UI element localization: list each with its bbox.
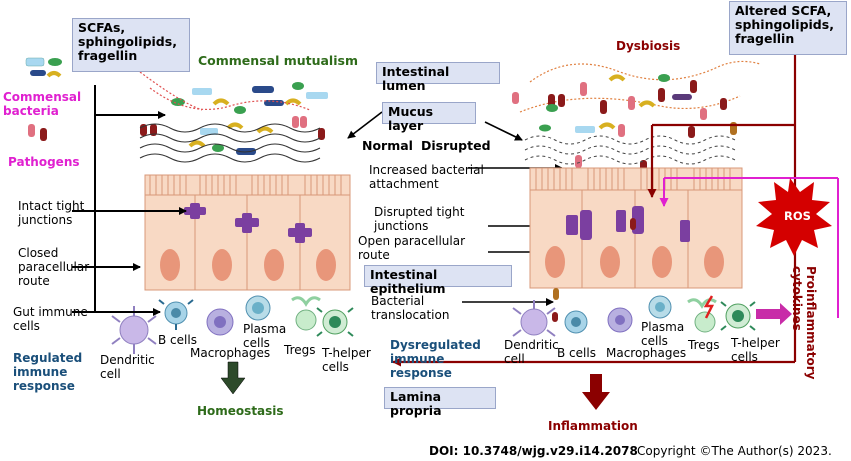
left-immune-cells bbox=[111, 295, 354, 354]
right-macrophages-label: Macrophages bbox=[606, 346, 687, 360]
left-tight-junctions bbox=[184, 203, 312, 243]
right-tregs-label: Tregs bbox=[688, 338, 720, 352]
left-tregs-label: Tregs bbox=[284, 343, 316, 357]
intestinal-lumen-box: Intestinal lumen bbox=[376, 62, 500, 93]
right-dendritic-cell-icon bbox=[512, 300, 556, 337]
homeostasis-label: Homeostasis bbox=[197, 404, 284, 418]
doi-text: DOI: 10.3748/wjg.v29.i14.2078 bbox=[429, 444, 638, 458]
dysregulated-immune-response-label: Dysregulated immune response bbox=[390, 338, 481, 380]
left-plasma-cell-icon bbox=[245, 295, 271, 321]
right-b-cells-label: B cells bbox=[557, 346, 596, 360]
proinflammatory-cytokines-label: Proinflammatory cytokines bbox=[790, 266, 818, 380]
increased-attachment-label: Increased bacterial attachment bbox=[369, 163, 484, 191]
left-plasma-cells-label: Plasma cells bbox=[243, 322, 287, 350]
left-dendritic-cell-label: Dendritic cell bbox=[100, 353, 155, 381]
pathogens-icon bbox=[28, 124, 47, 141]
left-input-box: SCFAs, sphingolipids, fragellin bbox=[72, 18, 190, 72]
cytokine-output-arrow bbox=[756, 303, 792, 325]
right-b-cell-icon bbox=[564, 310, 588, 334]
commensal-mutualism-title: Commensal mutualism bbox=[198, 53, 358, 68]
left-macrophage-icon bbox=[206, 308, 234, 336]
copyright-text: Copyright ©The Author(s) 2023. bbox=[637, 444, 832, 458]
right-macrophage-icon bbox=[607, 307, 633, 333]
left-macrophages-label: Macrophages bbox=[190, 346, 271, 360]
left-dendritic-cell-icon bbox=[111, 306, 157, 354]
commensal-bacteria-label: Commensal bacteria bbox=[3, 90, 82, 118]
right-input-box: Altered SCFA, sphingolipids, fragellin bbox=[729, 1, 847, 55]
mucus-layer-box: Mucus layer bbox=[382, 102, 476, 133]
normal-label: Normal bbox=[362, 138, 413, 153]
inflammation-label: Inflammation bbox=[548, 419, 638, 433]
lamina-propria-box: Lamina propria bbox=[384, 387, 496, 418]
left-treg-icon bbox=[291, 296, 321, 331]
homeostasis-arrow bbox=[220, 361, 246, 395]
left-mucus-layer bbox=[139, 123, 321, 163]
right-epithelium bbox=[529, 167, 743, 289]
disrupted-label: Disrupted bbox=[421, 138, 491, 153]
translocating-bacteria bbox=[552, 218, 636, 322]
gut-immune-cells-label: Gut immune cells bbox=[13, 305, 88, 333]
dysbiosis-label: Dysbiosis bbox=[616, 39, 681, 53]
left-lumen-bacteria bbox=[140, 82, 328, 155]
commensal-bacteria-icon bbox=[25, 57, 62, 78]
open-paracellular-route-label: Open paracellular route bbox=[358, 234, 465, 262]
right-thelper-icon bbox=[720, 301, 756, 331]
ros-star-icon bbox=[756, 178, 832, 256]
right-treg-icon bbox=[687, 295, 717, 333]
right-immune-cells bbox=[512, 295, 756, 337]
inflammation-arrow bbox=[582, 374, 610, 410]
pathogens-label: Pathogens bbox=[8, 155, 80, 169]
intestinal-epithelium-box: Intestinal epithelium bbox=[364, 265, 512, 296]
right-mucus-layer bbox=[524, 135, 736, 165]
left-thelper-icon bbox=[316, 307, 354, 337]
right-plasma-cells-label: Plasma cells bbox=[641, 320, 685, 348]
left-b-cells-label: B cells bbox=[158, 333, 197, 347]
left-epithelium bbox=[144, 174, 351, 291]
intact-tight-junctions-label: Intact tight junctions bbox=[18, 199, 85, 227]
closed-paracellular-route-label: Closed paracellular route bbox=[18, 246, 90, 288]
ros-label: ROS bbox=[784, 209, 811, 223]
bacterial-translocation-label: Bacterial translocation bbox=[371, 294, 450, 322]
left-arrows bbox=[72, 71, 203, 316]
right-dendritic-cell-label: Dendritic cell bbox=[504, 338, 559, 366]
ros-cytokine-arrows bbox=[659, 177, 839, 318]
right-thelper-cells-label: T-helper cells bbox=[731, 336, 780, 364]
left-b-cell-icon bbox=[158, 299, 194, 330]
left-thelper-cells-label: T-helper cells bbox=[322, 346, 371, 374]
center-arrows bbox=[347, 111, 564, 306]
regulated-immune-response-label: Regulated immune response bbox=[13, 351, 83, 393]
disrupted-tight-junctions-label: Disrupted tight junctions bbox=[374, 205, 465, 233]
right-plasma-cell-icon bbox=[648, 295, 672, 319]
